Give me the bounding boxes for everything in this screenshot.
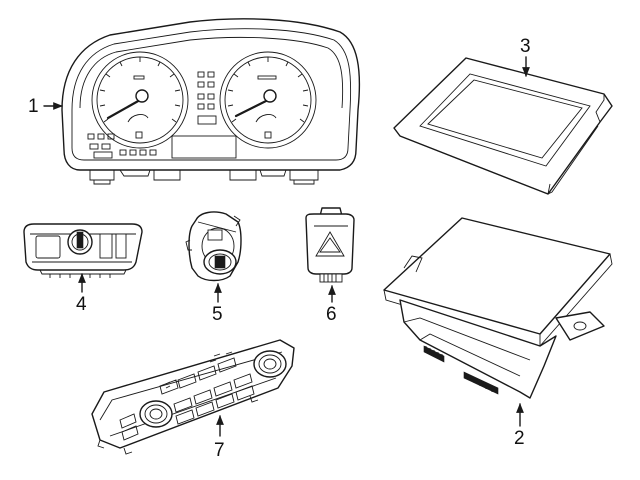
lower-indicator-row	[87, 133, 157, 159]
callout-label-3: 3	[520, 36, 531, 57]
callout-label-2: 2	[514, 428, 525, 449]
head-unit-monitor	[383, 217, 613, 399]
head-unit-connectors	[423, 345, 499, 395]
callout-5: 5	[212, 283, 223, 325]
start-stop-button	[185, 211, 242, 282]
callout-label-7: 7	[214, 440, 225, 461]
callout-7: 7	[214, 415, 225, 461]
climate-control-panel	[91, 339, 295, 455]
callout-3: 3	[520, 36, 531, 77]
instrument-cluster	[61, 18, 361, 185]
callout-label-4: 4	[76, 294, 87, 315]
display-panel	[393, 57, 613, 195]
hazard-switch	[305, 207, 355, 283]
mounting-clips	[89, 169, 319, 185]
right-gauge-ticks	[227, 57, 309, 123]
callout-4: 4	[76, 273, 87, 315]
callout-label-5: 5	[212, 304, 223, 325]
callout-2: 2	[514, 403, 525, 449]
climate-buttons	[119, 357, 255, 441]
callout-label-6: 6	[326, 304, 337, 325]
left-gauge-ticks	[99, 57, 181, 123]
center-indicator-lights	[197, 71, 217, 125]
callout-6: 6	[326, 285, 337, 325]
callout-1: 1	[28, 96, 63, 117]
light-switch	[23, 223, 143, 278]
callout-label-1: 1	[28, 96, 39, 117]
